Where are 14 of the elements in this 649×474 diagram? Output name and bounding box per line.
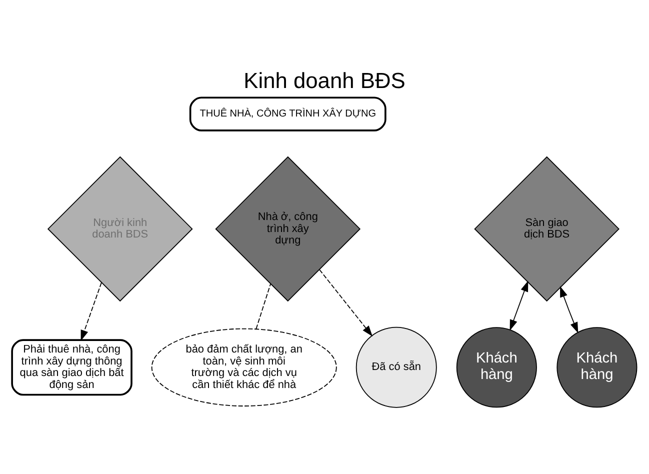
- node-circle: Khách hàng: [556, 327, 638, 408]
- node-box: THUÊ NHÀ, CÔNG TRÌNH XÂY DỰNG: [189, 96, 386, 132]
- arrow: [80, 282, 102, 342]
- node-diamond: Nhà ở, công trình xây dựng: [215, 156, 361, 302]
- node-ellipse: bảo đảm chất lượng, an toàn, vệ sinh môi trường và các dịch vụ cần thiết khác để nhà: [151, 328, 337, 406]
- node-box: Phải thuê nhà, công trình xây dựng thông qua sàn giao dịch bất động sản: [11, 339, 132, 396]
- diagram-title: Kinh doanh BĐS: [244, 68, 406, 93]
- node-diamond: Sàn giao dịch BDS: [474, 156, 620, 302]
- connector: [256, 283, 272, 330]
- arrow: [319, 269, 373, 337]
- node-circle: Khách hàng: [456, 327, 537, 408]
- arrow: [510, 280, 528, 331]
- arrow: [560, 286, 578, 334]
- node-diamond: Người kinh doanh BDS: [47, 156, 193, 302]
